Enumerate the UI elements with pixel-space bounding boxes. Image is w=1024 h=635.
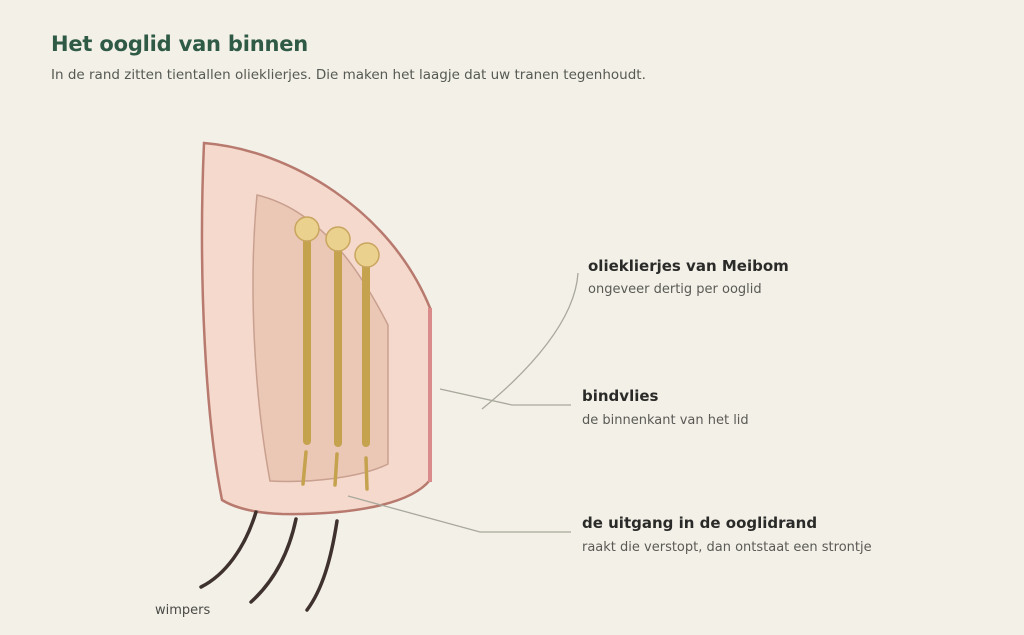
page-subtitle: In de rand zitten tientallen olieklierje… — [51, 67, 646, 83]
eyelash — [305, 519, 339, 612]
label-bindvlies-title: bindvlies — [582, 387, 659, 405]
label-uitgang-sub: raakt die verstopt, dan ontstaat een str… — [582, 540, 872, 555]
label-meibom-sub: ongeveer dertig per ooglid — [588, 282, 762, 297]
gland-opening — [364, 456, 369, 491]
gland-head — [325, 226, 351, 252]
label-meibom-title: olieklierjes van Meibom — [588, 257, 789, 275]
page-title: Het ooglid van binnen — [51, 32, 309, 56]
gland-head — [294, 216, 320, 242]
leader-bindvlies — [439, 388, 571, 406]
label-uitgang-title: de uitgang in de ooglidrand — [582, 514, 817, 532]
label-bindvlies-sub: de binnenkant van het lid — [582, 413, 749, 428]
gland-opening — [301, 450, 308, 486]
label-wimpers: wimpers — [155, 603, 211, 618]
leader-uitgang — [347, 495, 571, 533]
eyelashes — [199, 510, 339, 612]
gland-opening — [333, 452, 339, 487]
meibomian-glands — [294, 216, 380, 491]
eyelash — [199, 510, 258, 589]
eyelash — [249, 517, 298, 604]
gland-head — [354, 242, 380, 268]
leader-meibom — [481, 272, 579, 410]
leader-lines — [347, 272, 579, 533]
